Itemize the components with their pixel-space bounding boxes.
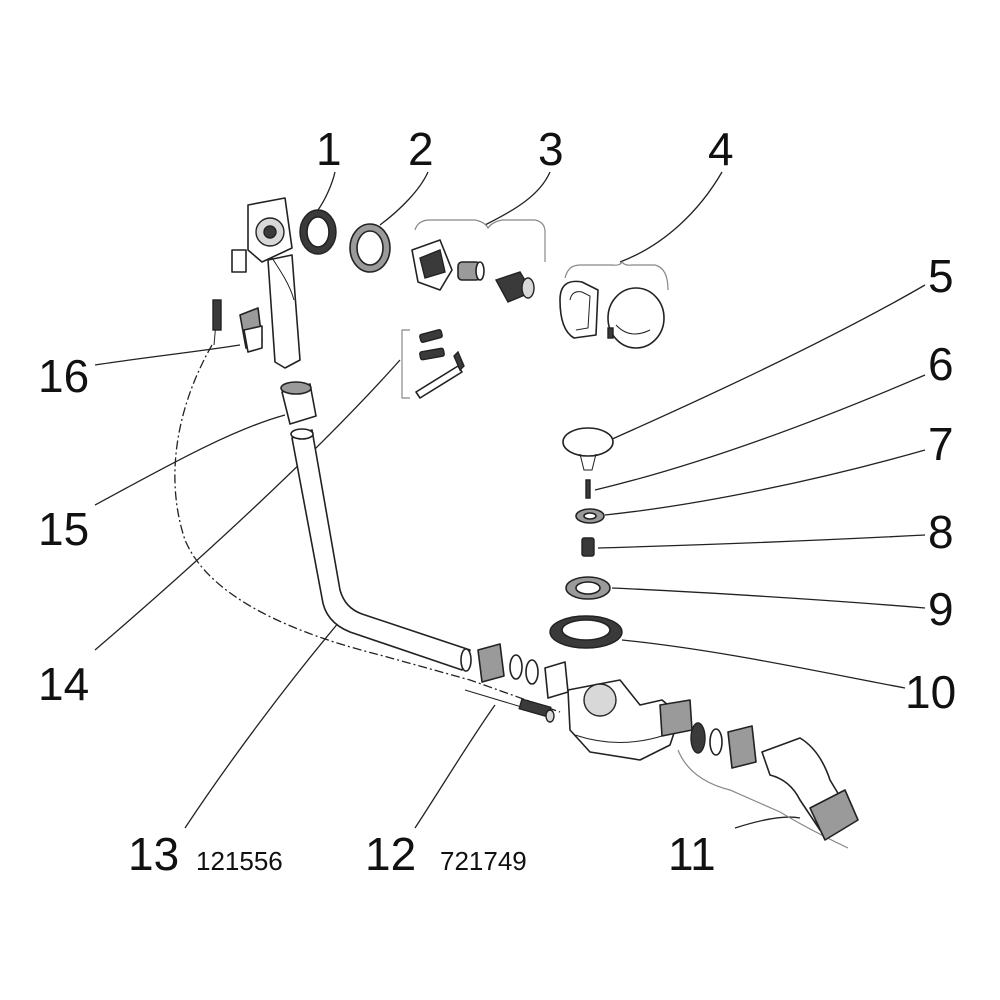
part-13-bent-pipe	[290, 428, 472, 672]
part-12-pull-rod	[464, 689, 555, 723]
part-1-seal-ring	[299, 209, 337, 255]
callout-11: 11	[668, 828, 716, 880]
callout-16: 16	[38, 350, 89, 402]
part-15-connector-sleeve	[280, 381, 317, 425]
part-10-waste-body	[549, 615, 693, 761]
part-5-plug-cap	[562, 427, 614, 471]
part-16-overflow-housing	[231, 197, 301, 369]
callout-12: 12	[365, 828, 416, 880]
callout-labels: 1 2 3 4 5 6 7 8 9 10 11 12 721749 13 121…	[38, 123, 956, 880]
part-4-overflow-cover	[559, 280, 665, 349]
callout-6: 6	[928, 338, 954, 390]
part-11-outlet-elbow	[690, 722, 859, 841]
callout-2: 2	[408, 123, 434, 175]
callout-13: 13	[128, 828, 179, 880]
part-number-13: 121556	[196, 846, 283, 876]
callout-4: 4	[708, 123, 734, 175]
callout-5: 5	[928, 250, 954, 302]
part-2-gasket-ring	[349, 223, 391, 273]
part-number-12: 721749	[440, 846, 527, 876]
part-8-spindle	[581, 537, 595, 557]
leader-lines	[94, 171, 926, 829]
callout-7: 7	[928, 418, 954, 470]
part-9-strainer	[565, 576, 611, 600]
callout-3: 3	[538, 123, 564, 175]
bowden-cable	[174, 299, 561, 713]
callout-1: 1	[316, 123, 342, 175]
part-7-washer	[575, 508, 605, 524]
part-3-mechanism-set	[411, 239, 535, 303]
callout-14: 14	[38, 658, 89, 710]
callout-15: 15	[38, 503, 89, 555]
callout-8: 8	[928, 506, 954, 558]
callout-9: 9	[928, 583, 954, 635]
callout-10: 10	[905, 666, 956, 718]
pipe-fittings-left	[477, 643, 569, 699]
part-14-key-set	[415, 329, 465, 399]
part-6-screw	[585, 479, 591, 499]
